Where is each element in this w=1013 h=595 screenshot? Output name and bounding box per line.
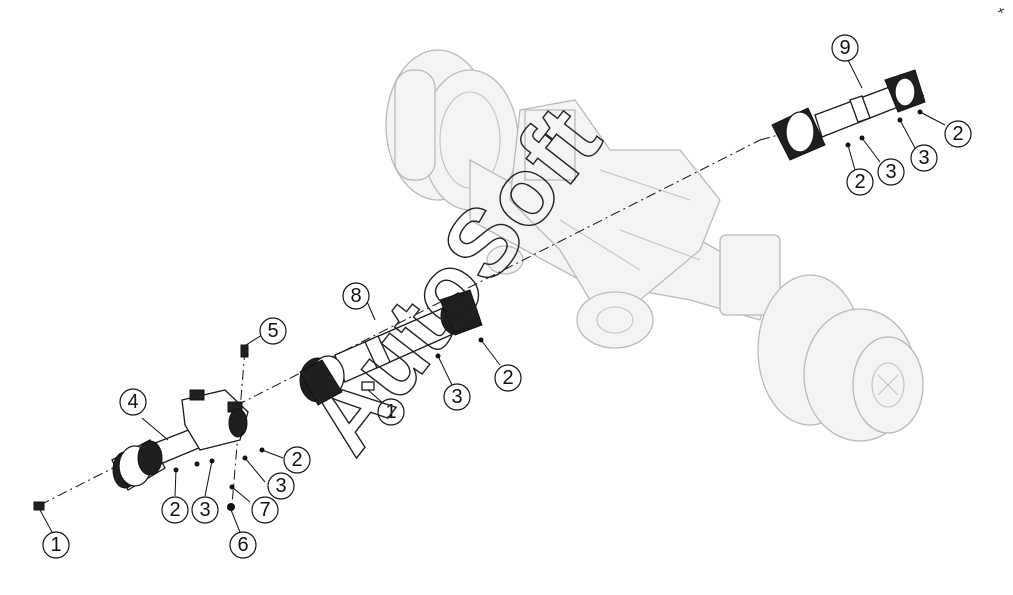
callout-label: 4 (127, 391, 138, 413)
callout-c7: 7 (251, 496, 279, 524)
callout-c3d: 3 (877, 158, 905, 186)
hardware-fasteners (33, 109, 923, 511)
callout-c8: 8 (342, 282, 370, 310)
callout-label: 7 (259, 499, 270, 521)
callout-label: 1 (385, 401, 396, 423)
callout-c9: 9 (831, 34, 859, 62)
callout-c2d: 2 (846, 168, 874, 196)
callout-label: 3 (885, 161, 896, 183)
corner-mark (997, 7, 1005, 14)
callout-c2c: 2 (494, 364, 522, 392)
callout-c6: 6 (229, 531, 257, 559)
rear-propeller-shaft (771, 69, 926, 161)
callout-label: 2 (169, 499, 180, 521)
callout-label: 5 (267, 320, 278, 342)
callout-c3c: 3 (443, 383, 471, 411)
callout-c1a: 1 (42, 531, 70, 559)
callout-label: 2 (952, 123, 963, 145)
callout-label: 1 (50, 534, 61, 556)
callout-label: 3 (275, 475, 286, 497)
callout-c1b: 1 (377, 398, 405, 426)
callout-c4: 4 (119, 388, 147, 416)
axle-housing-ghost (385, 49, 924, 442)
callout-label: 3 (451, 386, 462, 408)
callout-c2b: 2 (283, 446, 311, 474)
callout-label: 2 (854, 171, 865, 193)
callout-c5: 5 (259, 317, 287, 345)
callout-c3e: 3 (910, 144, 938, 172)
front-propeller-shaft (111, 389, 249, 491)
callout-label: 3 (918, 147, 929, 169)
middle-propeller-shaft (299, 289, 483, 406)
callout-label: 6 (237, 534, 248, 556)
callout-c2a: 2 (161, 496, 189, 524)
callout-label: 9 (839, 37, 850, 59)
callout-label: 2 (502, 367, 513, 389)
callout-label: 3 (199, 499, 210, 521)
callout-c2e: 2 (944, 120, 972, 148)
callout-c3b: 3 (267, 472, 295, 500)
callout-label: 8 (350, 285, 361, 307)
callout-label: 2 (291, 449, 302, 471)
callout-c3a: 3 (191, 496, 219, 524)
